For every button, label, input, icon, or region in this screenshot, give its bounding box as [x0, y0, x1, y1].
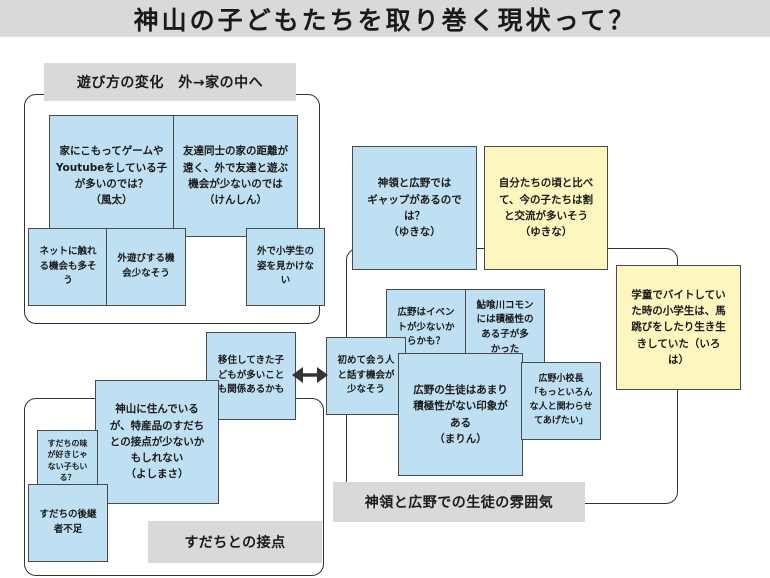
- sticky-note: ネットに触れ る機会も多そ う: [28, 228, 108, 306]
- sticky-note: 神領と広野では ギャップがあるので は？ （ゆきな）: [352, 146, 477, 270]
- sticky-note: 友達同士の家の距離が 遠く、外で友達と遊ぶ 機会が少ないのでは （けんしん）: [173, 115, 298, 237]
- sticky-note: 家にこもってゲームや Youtubeをしている子 が多いのでは？ （風太）: [49, 115, 174, 237]
- sticky-note: 広野小校長 「もっといろん な人と関わらせ てあげたい」: [521, 362, 601, 440]
- group-label-sudachi: すだちとの接点: [148, 521, 322, 563]
- sticky-note: 神山に住んでいる が、特産品のすだち との接点が少ないか もしれない （よしまさ…: [95, 380, 219, 504]
- sticky-note: 自分たちの頃と比べ て、今の子たちは割 と交流が多いそう （ゆきな）: [484, 146, 608, 270]
- group-label-atmosphere: 神領と広野での生徒の雰囲気: [333, 482, 585, 522]
- sticky-note: 外で小学生の 姿を見かけな い: [246, 228, 325, 306]
- group-label-play: 遊び方の変化 外→家の中へ: [44, 63, 296, 101]
- sticky-note: 外遊びする機 会少なそう: [106, 228, 186, 306]
- sticky-note: 広野の生徒はあまり 積極性がない印象が ある （まりん）: [398, 353, 523, 476]
- sticky-note: すだちの後継 者不足: [28, 484, 108, 562]
- sticky-note: 学童でバイトしてい た時の小学生は、馬 跳びをしたり生き生 きしていた（いろ は…: [616, 265, 741, 390]
- sticky-note: 初めて会う人 と話す機会が 少なそう: [326, 337, 406, 415]
- sticky-note: すだちの味 が好きじゃ ない子もい る？: [37, 430, 98, 491]
- sticky-note: 移住してきた子 どもが多いこと も関係あるかも: [206, 332, 296, 420]
- page-title: 神山の子どもたちを取り巻く現状って？: [0, 0, 770, 37]
- double-arrow-icon: [292, 367, 328, 383]
